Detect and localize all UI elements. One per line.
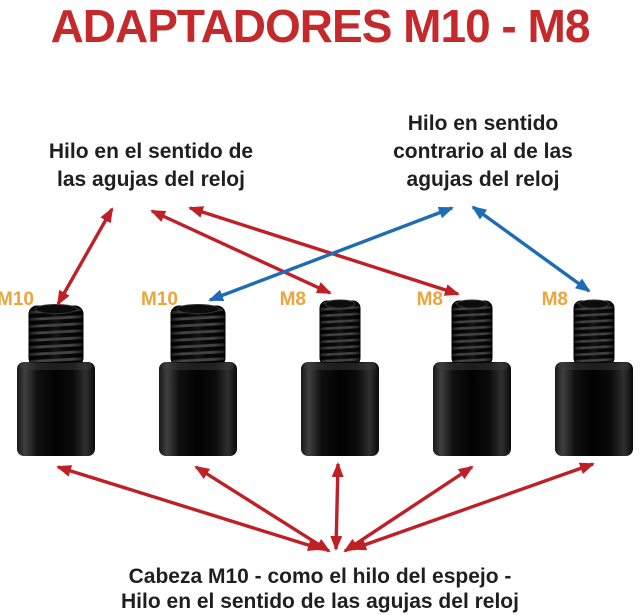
annotation-mirror-head-line2: Hilo en el sentido de las agujas del rel…: [121, 590, 519, 613]
arrow-blue-adapter-2: [208, 206, 454, 302]
annotation-counterclockwise-line3: agujas del reloj: [406, 168, 560, 191]
annotation-clockwise: Hilo en el sentido de las agujas del rel…: [20, 138, 282, 194]
arrow-bottom-adapter-3: [330, 462, 344, 551]
annotation-counterclockwise-line1: Hilo en sentido: [407, 112, 559, 135]
adapter-5-m8: [555, 299, 633, 456]
page-title: ADAPTADORES M10 - M8: [50, 0, 591, 52]
annotation-mirror-head: Cabeza M10 - como el hilo del espejo - H…: [0, 564, 640, 614]
adapter-2-m10: [159, 304, 237, 456]
annotation-clockwise-line1: Hilo en el sentido de: [48, 140, 254, 163]
adapter-4-m8: [433, 299, 511, 456]
adapter-1-m10: [17, 304, 95, 456]
annotation-counterclockwise: Hilo en sentido contrario al de las aguj…: [372, 110, 594, 194]
arrow-bottom-adapter-1: [56, 465, 323, 551]
arrow-red-adapter-1: [56, 207, 114, 306]
annotation-mirror-head-line1: Cabeza M10 - como el hilo del espejo -: [128, 565, 512, 588]
adapter-3-m8: [301, 299, 379, 456]
adapter-1-size-label: M10: [0, 289, 34, 310]
arrow-bottom-adapter-4: [343, 465, 474, 553]
arrow-bottom-adapter-2: [194, 465, 331, 553]
adapter-5-size-label: M8: [541, 289, 568, 310]
arrow-bottom-adapter-5: [351, 462, 595, 551]
adapter-2-size-label: M10: [141, 289, 178, 310]
arrow-blue-adapter-5: [471, 205, 591, 293]
annotation-clockwise-line2: las agujas del reloj: [57, 168, 245, 191]
annotation-counterclockwise-line2: contrario al de las: [393, 140, 573, 163]
